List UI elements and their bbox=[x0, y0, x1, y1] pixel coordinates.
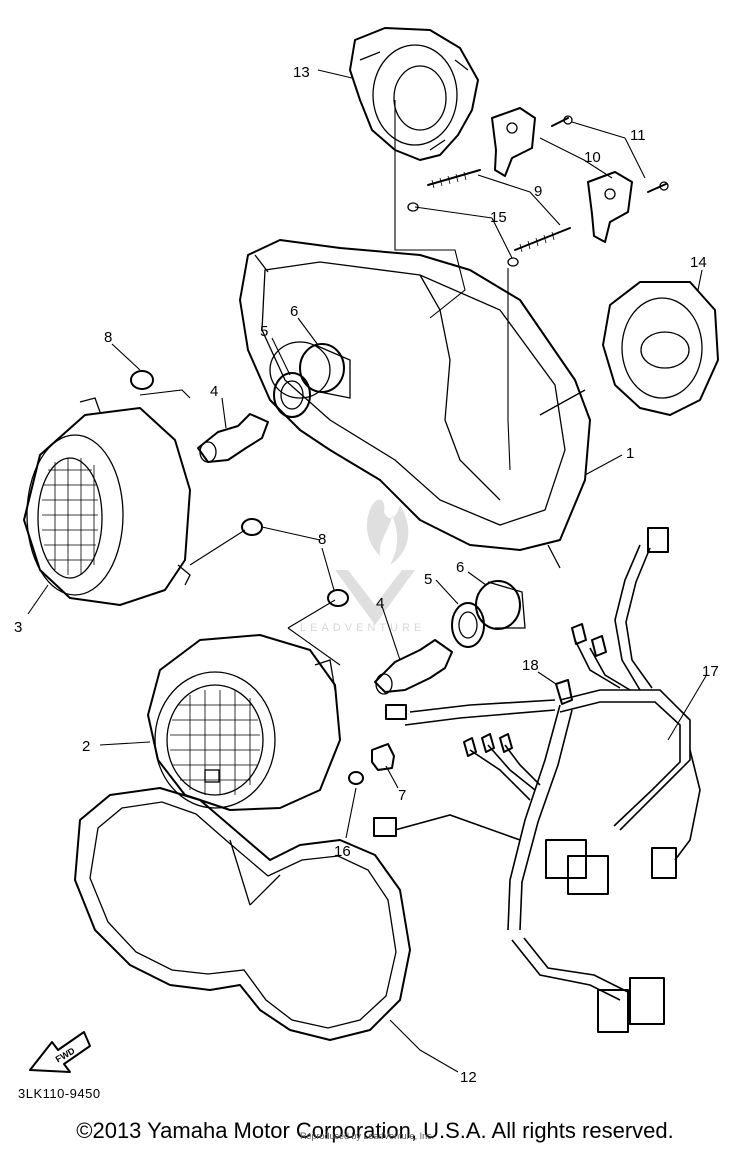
callout-2: 2 bbox=[82, 738, 90, 755]
callout-12: 12 bbox=[460, 1069, 477, 1086]
watermark-brand: LEADVENTURE bbox=[300, 622, 426, 634]
part-9-adjust-bolts bbox=[427, 169, 571, 253]
callout-13: 13 bbox=[293, 64, 310, 81]
part-10-bracket-lower bbox=[587, 171, 633, 243]
callout-5-lower: 5 bbox=[424, 571, 432, 588]
callout-5-upper: 5 bbox=[260, 323, 268, 340]
part-6-seal-lower bbox=[475, 580, 526, 630]
part-16-nut bbox=[348, 771, 364, 785]
part-4-bulb-lower bbox=[374, 639, 453, 695]
callout-6-lower: 6 bbox=[456, 559, 464, 576]
callout-8-lower: 8 bbox=[318, 531, 326, 548]
part-10-bracket-upper bbox=[491, 107, 536, 177]
callout-6-upper: 6 bbox=[290, 303, 298, 320]
leader-lines bbox=[27, 69, 707, 1073]
part-14-side-cover bbox=[602, 281, 719, 416]
part-2-headlight-right bbox=[147, 634, 341, 811]
watermark-credit: Reproduced by LeadVenture, Inc. bbox=[300, 1131, 435, 1141]
diagram-code: 3LK110-9450 bbox=[18, 1086, 101, 1101]
callout-7: 7 bbox=[398, 787, 406, 804]
callout-4-lower: 4 bbox=[376, 595, 384, 612]
callout-8-upper: 8 bbox=[104, 329, 112, 346]
part-18-clamp bbox=[555, 679, 573, 705]
callout-labels: 13 11 10 9 15 14 8 4 5 6 1 3 8 6 5 4 18 … bbox=[14, 64, 719, 1086]
callout-11: 11 bbox=[630, 127, 646, 144]
callout-10: 10 bbox=[584, 149, 601, 166]
part-8-grommet-upper bbox=[130, 370, 154, 390]
copyright-notice: ©2013 Yamaha Motor Corporation, U.S.A. A… bbox=[76, 1118, 674, 1143]
callout-15: 15 bbox=[490, 209, 507, 226]
part-7-socket bbox=[371, 743, 395, 771]
part-12-headlight-bezel bbox=[74, 787, 411, 1041]
callout-3: 3 bbox=[14, 619, 22, 636]
part-3-headlight-left bbox=[23, 397, 191, 606]
watermark-logo bbox=[335, 499, 415, 625]
callout-18: 18 bbox=[522, 657, 539, 674]
part-5-socket-cover-lower bbox=[451, 602, 485, 648]
callout-16: 16 bbox=[334, 843, 351, 860]
part-17-wire-harness bbox=[373, 527, 701, 1033]
part-8-grommet-middle bbox=[241, 518, 263, 536]
part-1-housing-body bbox=[239, 239, 591, 569]
callout-14: 14 bbox=[690, 254, 707, 271]
callout-17: 17 bbox=[702, 663, 719, 680]
front-direction-arrow: FWD bbox=[29, 1031, 91, 1073]
part-6-seal-upper bbox=[299, 343, 351, 399]
part-8-grommet-lower bbox=[327, 589, 349, 607]
part-4-bulb-upper bbox=[197, 413, 269, 463]
callout-4-upper: 4 bbox=[210, 383, 218, 400]
part-13-rear-cover bbox=[349, 27, 479, 161]
part-5-socket-cover-upper bbox=[273, 372, 311, 418]
callout-1: 1 bbox=[626, 445, 634, 462]
part-11-screws bbox=[551, 115, 669, 193]
callout-9: 9 bbox=[534, 183, 542, 200]
